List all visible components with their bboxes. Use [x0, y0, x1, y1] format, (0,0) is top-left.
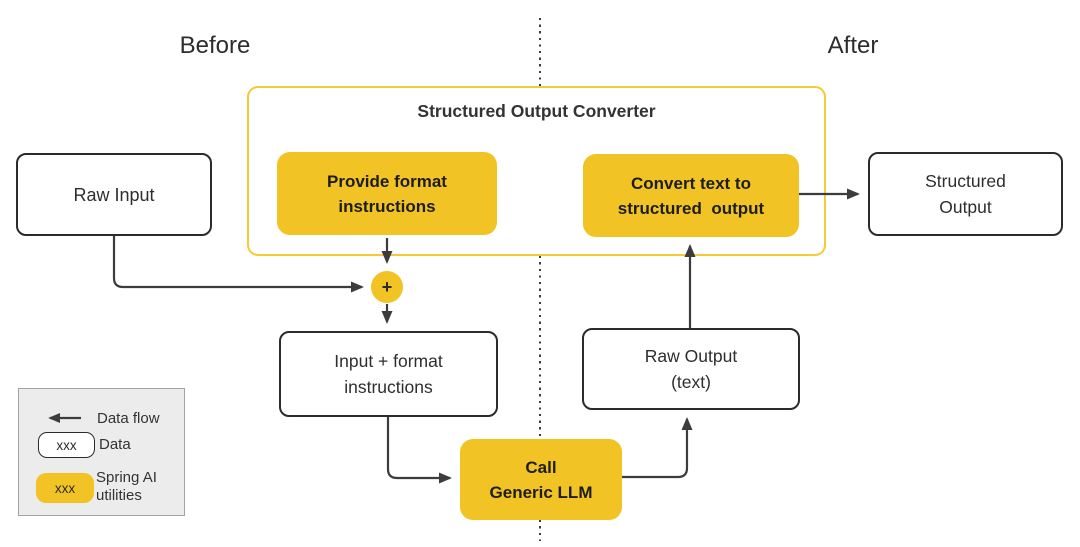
raw-output-label-line1: Raw Output — [644, 346, 738, 366]
provide-format-label-line2: instructions — [338, 196, 436, 216]
call-llm-label-line2: Generic LLM — [489, 482, 593, 502]
legend-spring-ai-chip-text: xxx — [54, 480, 76, 496]
raw-input-node: Raw Input — [16, 153, 212, 236]
structured-output-label-line2: Output — [939, 197, 992, 217]
convert-text-label-line1: Convert text to — [631, 173, 751, 193]
call-generic-llm-node: Call Generic LLM — [460, 439, 622, 520]
convert-text-node: Convert text to structured output — [583, 154, 799, 237]
raw-output-label-line2: (text) — [671, 372, 711, 392]
legend-data-chip: xxx — [38, 432, 95, 458]
data-flow-arrow-icon — [48, 413, 81, 423]
convert-text-label-line2: structured output — [617, 198, 765, 218]
legend-data-chip-text: xxx — [56, 437, 77, 453]
provide-format-label-line1: Provide format — [327, 171, 447, 191]
input-format-label-line2: instructions — [344, 377, 433, 397]
legend-spring-ai-label: Spring AI utilities — [96, 469, 157, 504]
input-format-label-line1: Input + format — [334, 351, 443, 371]
structured-output-label-line1: Structured — [925, 171, 1006, 191]
arrow-input-format-to-call-llm — [386, 417, 452, 484]
arrow-call-llm-to-raw-output — [622, 417, 693, 479]
before-after-divider-line — [539, 18, 541, 541]
legend-panel: Data flow xxx Data xxx Spring AI utiliti… — [18, 388, 185, 516]
legend-data-label: Data — [99, 436, 131, 453]
after-label: After — [827, 32, 879, 59]
provide-format-instructions-node: Provide format instructions — [277, 152, 497, 235]
raw-output-node: Raw Output (text) — [582, 328, 800, 410]
input-format-instructions-node: Input + format instructions — [279, 331, 498, 417]
legend-data-flow-label: Data flow — [97, 410, 160, 427]
structured-output-node: Structured Output — [868, 152, 1063, 236]
raw-input-label: Raw Input — [73, 184, 155, 205]
call-llm-label-line1: Call — [525, 457, 557, 477]
plus-icon: + — [381, 276, 393, 297]
before-label: Before — [179, 32, 251, 59]
converter-title: Structured Output Converter — [417, 101, 656, 121]
merge-plus-node: + — [371, 271, 403, 303]
legend-spring-ai-chip: xxx — [36, 473, 94, 503]
